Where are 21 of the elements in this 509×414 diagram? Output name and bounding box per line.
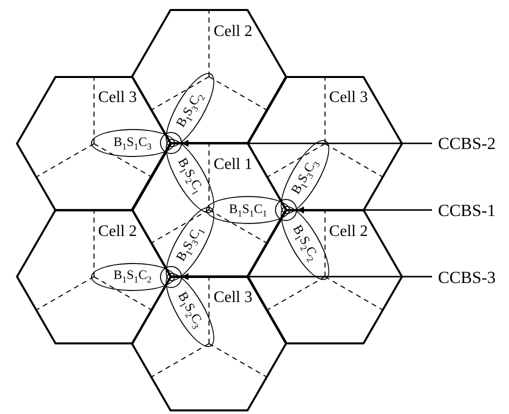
station-label: CCBS-1 <box>438 202 496 219</box>
cell-label: Cell 3 <box>329 90 368 106</box>
sector-label: B$_{1}$S$_{1}$C$_{2}$ <box>112 268 153 285</box>
sector-label: B$_{1}$S$_{1}$C$_{3}$ <box>112 135 153 152</box>
hexagon-cell <box>16 210 170 344</box>
hexagon-cell <box>16 76 170 210</box>
cell-label: Cell 1 <box>214 156 252 173</box>
cell-label: Cell 2 <box>98 224 137 240</box>
leader-line <box>182 140 432 147</box>
cell-label: Cell 3 <box>98 90 137 106</box>
junction-circle <box>160 266 182 288</box>
station-label: CCBS-3 <box>438 268 496 286</box>
leader-line <box>182 273 432 280</box>
cell-label: Cell 2 <box>329 224 368 240</box>
junction-circle <box>160 132 182 154</box>
cell-label: Cell 2 <box>214 24 252 40</box>
leader-line <box>297 206 432 214</box>
sector-label: B$_{1}$S$_{1}$C$_{1}$ <box>228 202 268 218</box>
junction-circle <box>275 199 297 221</box>
station-label: CCBS-2 <box>438 135 496 152</box>
cell-label: Cell 3 <box>214 290 252 306</box>
